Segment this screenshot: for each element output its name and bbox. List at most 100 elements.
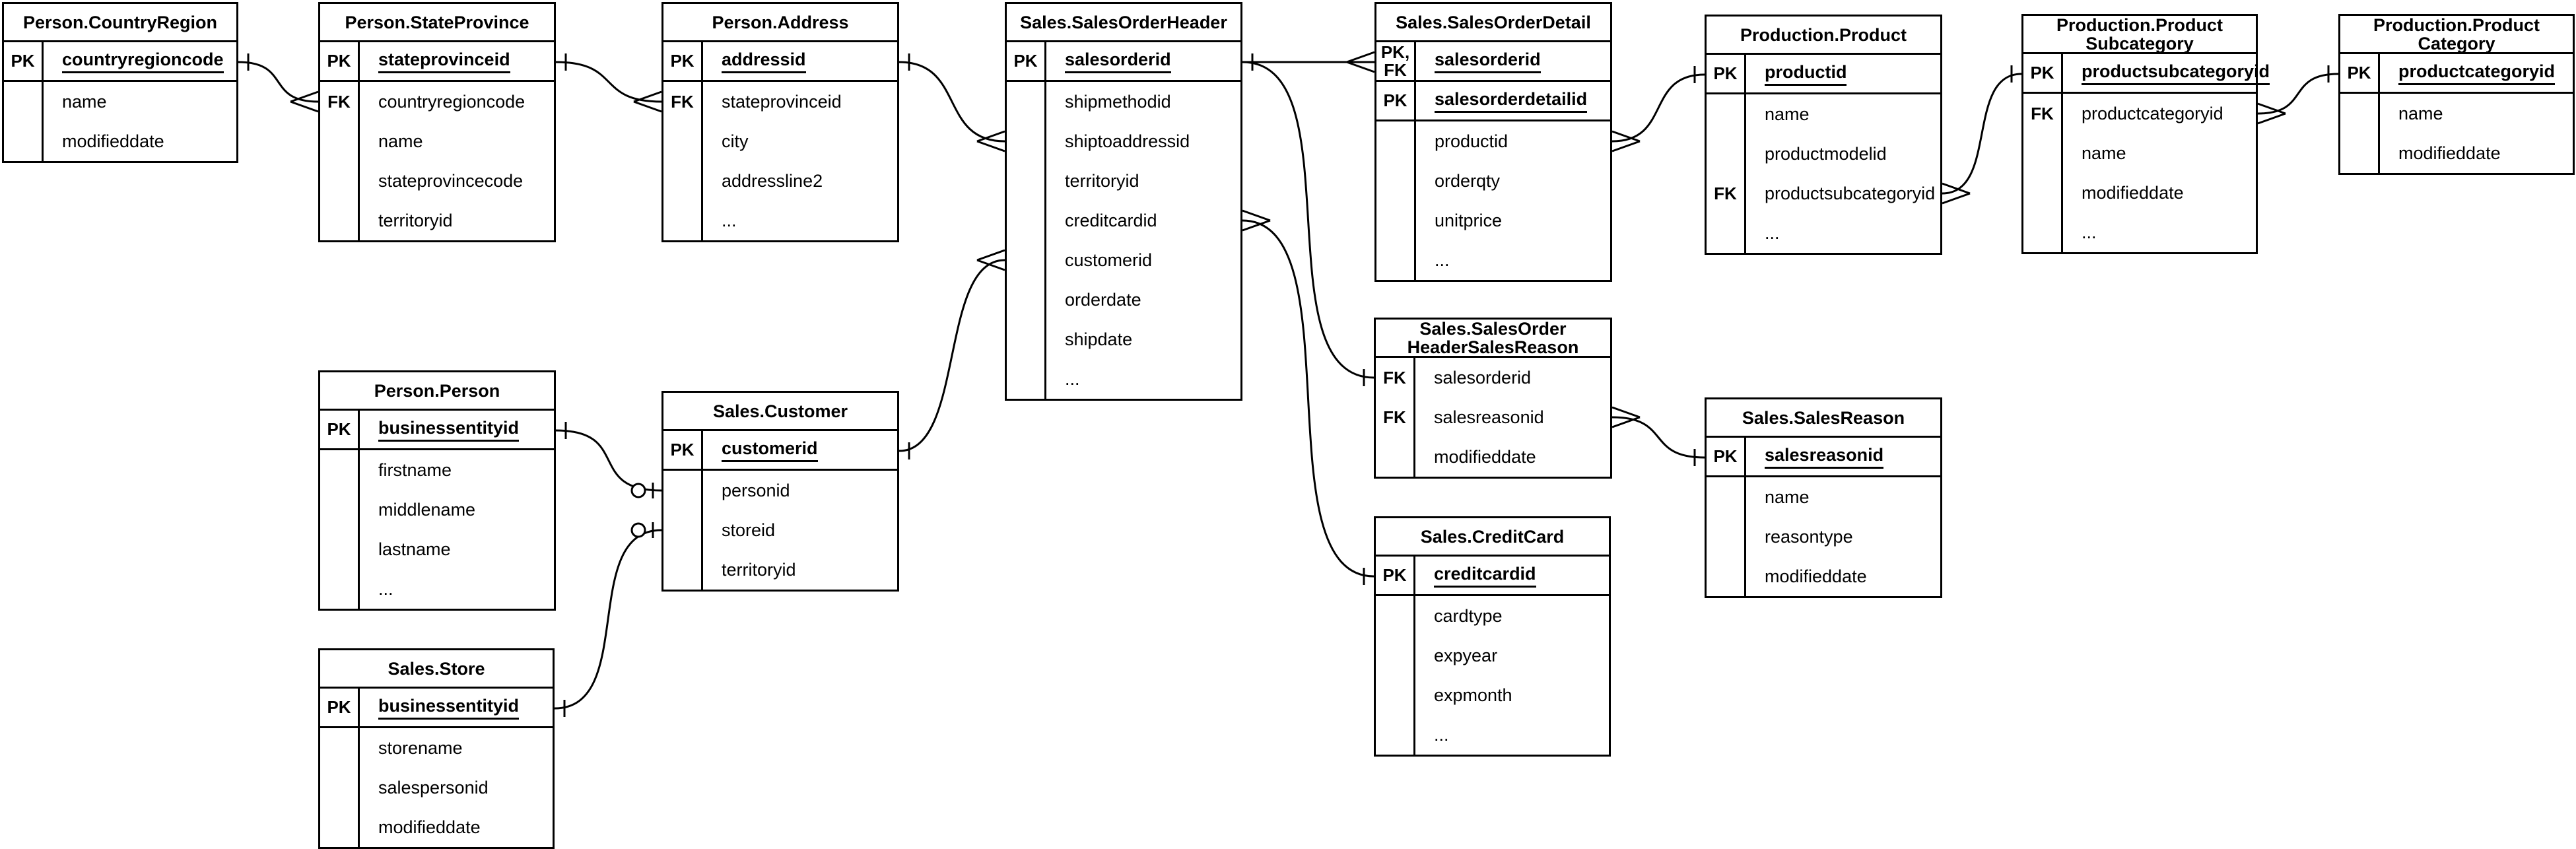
row-key-badge: PK <box>2023 54 2063 92</box>
entity-row[interactable]: modifieddate <box>1707 557 1940 596</box>
relationship-connector[interactable] <box>1242 219 1374 578</box>
relationship-connector[interactable] <box>1942 73 2022 195</box>
entity-row[interactable]: customerid <box>1007 240 1240 280</box>
entity-row[interactable]: stateprovincecode <box>320 161 554 201</box>
relationship-connector[interactable] <box>554 529 662 710</box>
entity-row[interactable]: modifieddate <box>4 121 236 161</box>
entity-row[interactable]: unitprice <box>1376 201 1610 240</box>
entity-row[interactable]: name <box>1707 94 1940 134</box>
primary-key-column-label: salesorderid <box>1065 50 1171 73</box>
relationship-connector[interactable] <box>555 429 662 492</box>
entity-row[interactable]: ... <box>320 569 554 609</box>
entity-row[interactable]: cardtype <box>1376 596 1609 636</box>
entity-row[interactable]: ... <box>663 201 897 240</box>
relationship-connector[interactable] <box>555 61 662 103</box>
entity-row[interactable]: firstname <box>320 450 554 490</box>
entity-row[interactable]: personid <box>663 471 897 510</box>
entity-row[interactable]: productid <box>1376 121 1610 161</box>
relationship-connector[interactable] <box>2257 73 2339 115</box>
entity-row[interactable]: reasontype <box>1707 517 1940 557</box>
relationship-connector[interactable] <box>238 61 319 103</box>
relationship-connector[interactable] <box>1611 416 1705 459</box>
entity-row[interactable]: name <box>1707 477 1940 517</box>
entity-row[interactable]: expyear <box>1376 636 1609 675</box>
entity-row[interactable]: modifieddate <box>2023 173 2256 213</box>
entity-row[interactable]: ... <box>1376 715 1609 755</box>
entity-row[interactable]: city <box>663 121 897 161</box>
entity-row[interactable]: name <box>2023 133 2256 173</box>
entity-row[interactable]: storeid <box>663 510 897 550</box>
entity-row[interactable]: middlename <box>320 490 554 529</box>
entity-row[interactable]: storename <box>320 728 553 768</box>
entity-row[interactable]: name <box>4 82 236 121</box>
relationship-connector[interactable] <box>1611 73 1705 143</box>
entity-row[interactable]: territoryid <box>320 201 554 240</box>
entity-row[interactable]: name <box>2340 94 2573 133</box>
entity-row[interactable]: ... <box>2023 213 2256 252</box>
entity-row[interactable]: ... <box>1707 213 1940 253</box>
column-label-cell: name <box>1746 94 1940 134</box>
entity-row[interactable]: ... <box>1007 359 1240 399</box>
entity-row[interactable]: territoryid <box>663 550 897 590</box>
entity-row[interactable]: modifieddate <box>320 807 553 847</box>
entity-row[interactable]: modifieddate <box>2340 133 2573 173</box>
entity-row[interactable]: shipmethodid <box>1007 82 1240 121</box>
entity-row[interactable]: modifieddate <box>1376 437 1610 477</box>
entity-row[interactable]: addressline2 <box>663 161 897 201</box>
column-label-cell: middlename <box>360 490 554 529</box>
entity-row[interactable]: shiptoaddressid <box>1007 121 1240 161</box>
row-key-badge <box>1376 240 1416 280</box>
entity-row[interactable]: lastname <box>320 529 554 569</box>
relationship-connector[interactable] <box>898 259 1005 452</box>
entity-title: Person.CountryRegion <box>4 4 236 42</box>
entity-row[interactable]: productmodelid <box>1707 134 1940 174</box>
entity-row[interactable]: orderqty <box>1376 161 1610 201</box>
entity-row[interactable]: territoryid <box>1007 161 1240 201</box>
relationship-connector[interactable] <box>1242 61 1374 379</box>
entity-row[interactable]: expmonth <box>1376 675 1609 715</box>
entity-row[interactable]: shipdate <box>1007 320 1240 359</box>
entity-row[interactable]: salespersonid <box>320 768 553 807</box>
entity-row[interactable]: name <box>320 121 554 161</box>
entity-row[interactable]: orderdate <box>1007 280 1240 320</box>
entity-row[interactable]: creditcardid <box>1007 201 1240 240</box>
entity-row[interactable]: ... <box>1376 240 1610 280</box>
relationship-connector[interactable] <box>898 61 1005 143</box>
entity-title: Production.Product Category <box>2340 16 2573 54</box>
row-key-badge: FK <box>2023 94 2063 133</box>
